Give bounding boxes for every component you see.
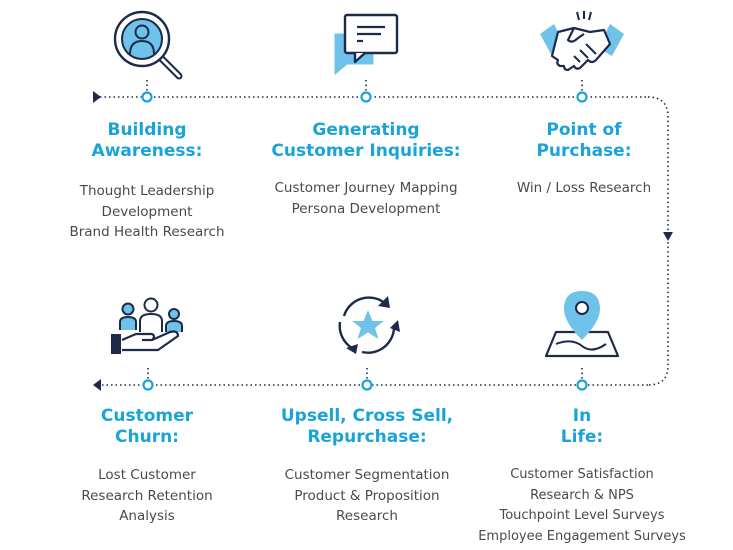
desc-upsell-cross-sell-repurchase: Customer Segmentation Product & Proposit… <box>284 467 450 524</box>
node-building-awareness <box>141 91 153 103</box>
node-point-of-purchase <box>576 91 588 103</box>
node-in-life <box>576 379 588 391</box>
handshake-icon <box>540 11 624 72</box>
title-customer-churn: Customer Churn: <box>100 406 194 447</box>
title-in-life: In Life: <box>560 406 604 447</box>
desc-customer-churn: Lost Customer Research Retention Analysi… <box>81 467 213 524</box>
people-hand-icon <box>111 297 183 354</box>
map-pin-icon <box>544 291 620 358</box>
desc-point-of-purchase: Win / Loss Research <box>516 180 652 196</box>
star-cycle-icon <box>338 296 400 354</box>
right-flow-line <box>647 96 669 386</box>
node-generating-customer-inquiries <box>360 91 372 103</box>
end-arrow-icon <box>93 379 101 391</box>
chat-bubble-icon <box>334 13 399 76</box>
desc-building-awareness: Thought Leadership Development Brand Hea… <box>69 183 225 240</box>
start-arrow-icon <box>93 91 101 103</box>
title-point-of-purchase: Point of Purchase: <box>536 120 632 161</box>
down-arrow-icon <box>663 232 673 241</box>
desc-in-life: Customer Satisfaction Research & NPS Tou… <box>478 467 686 544</box>
node-customer-churn <box>142 379 154 391</box>
title-generating-customer-inquiries: Generating Customer Inquiries: <box>271 120 461 161</box>
node-upsell <box>361 379 373 391</box>
title-building-awareness: Building Awareness: <box>91 120 203 161</box>
desc-generating-customer-inquiries: Customer Journey Mapping Persona Develop… <box>274 180 458 217</box>
title-upsell-cross-sell-repurchase: Upsell, Cross Sell, Repurchase: <box>280 406 454 447</box>
magnifier-person-icon <box>113 10 183 80</box>
